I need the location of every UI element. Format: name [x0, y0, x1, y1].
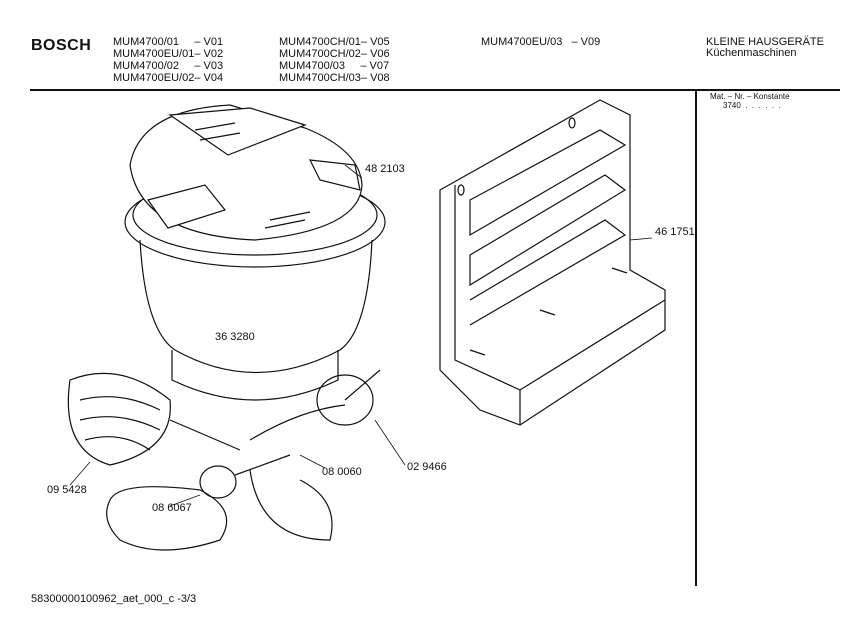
leader-lines [69, 164, 653, 507]
holder-drawing [439, 99, 666, 426]
part-number-whisk: 09 5428 [47, 484, 87, 496]
model-item: MUM4700EU/02– V04 [113, 72, 224, 84]
mat-value: 3740 . . . . . . [723, 101, 781, 110]
part-number-holder: 46 1751 [655, 226, 695, 238]
model-item: MUM4700EU/03 – V09 [481, 36, 601, 48]
model-item: MUM4700CH/03– V08 [279, 72, 390, 84]
part-number-bowl: 36 3280 [215, 331, 255, 343]
model-list-2: MUM4700CH/01– V05 MUM4700CH/02– V06 MUM4… [279, 36, 390, 84]
model-item: MUM4700CH/01– V05 [279, 36, 390, 48]
side-divider [695, 90, 697, 586]
lid-drawing [129, 104, 363, 241]
drive-drawing [249, 369, 381, 441]
header-divider [30, 89, 840, 91]
category-title: KLEINE HAUSGERÄTE [706, 36, 824, 48]
model-item: MUM4700/01 – V01 [113, 36, 224, 48]
document-id: 58300000100962_aet_000_c -3/3 [31, 593, 197, 605]
subcategory-title: Küchenmaschinen [706, 47, 797, 59]
model-list-3: MUM4700EU/03 – V09 [481, 36, 600, 48]
bosch-logo: BOSCH [31, 37, 92, 54]
mat-label: Mat. – Nr. – Konstante [710, 92, 790, 101]
stirring-whisk-drawing [106, 454, 333, 551]
model-item: MUM4700CH/02– V06 [279, 48, 390, 60]
part-number-kneading-hook: 08 0060 [322, 466, 362, 478]
part-number-stirring-whisk: 08 6067 [152, 502, 192, 514]
part-number-lid: 48 2103 [365, 163, 405, 175]
model-item: MUM4700/03 – V07 [279, 60, 390, 72]
model-item: MUM4700/02 – V03 [113, 60, 224, 72]
model-item: MUM4700EU/01– V02 [113, 48, 224, 60]
model-list-1: MUM4700/01 – V01 MUM4700EU/01– V02 MUM47… [113, 36, 223, 84]
whisk-drawing [67, 372, 241, 466]
part-number-drive: 02 9466 [407, 461, 447, 473]
